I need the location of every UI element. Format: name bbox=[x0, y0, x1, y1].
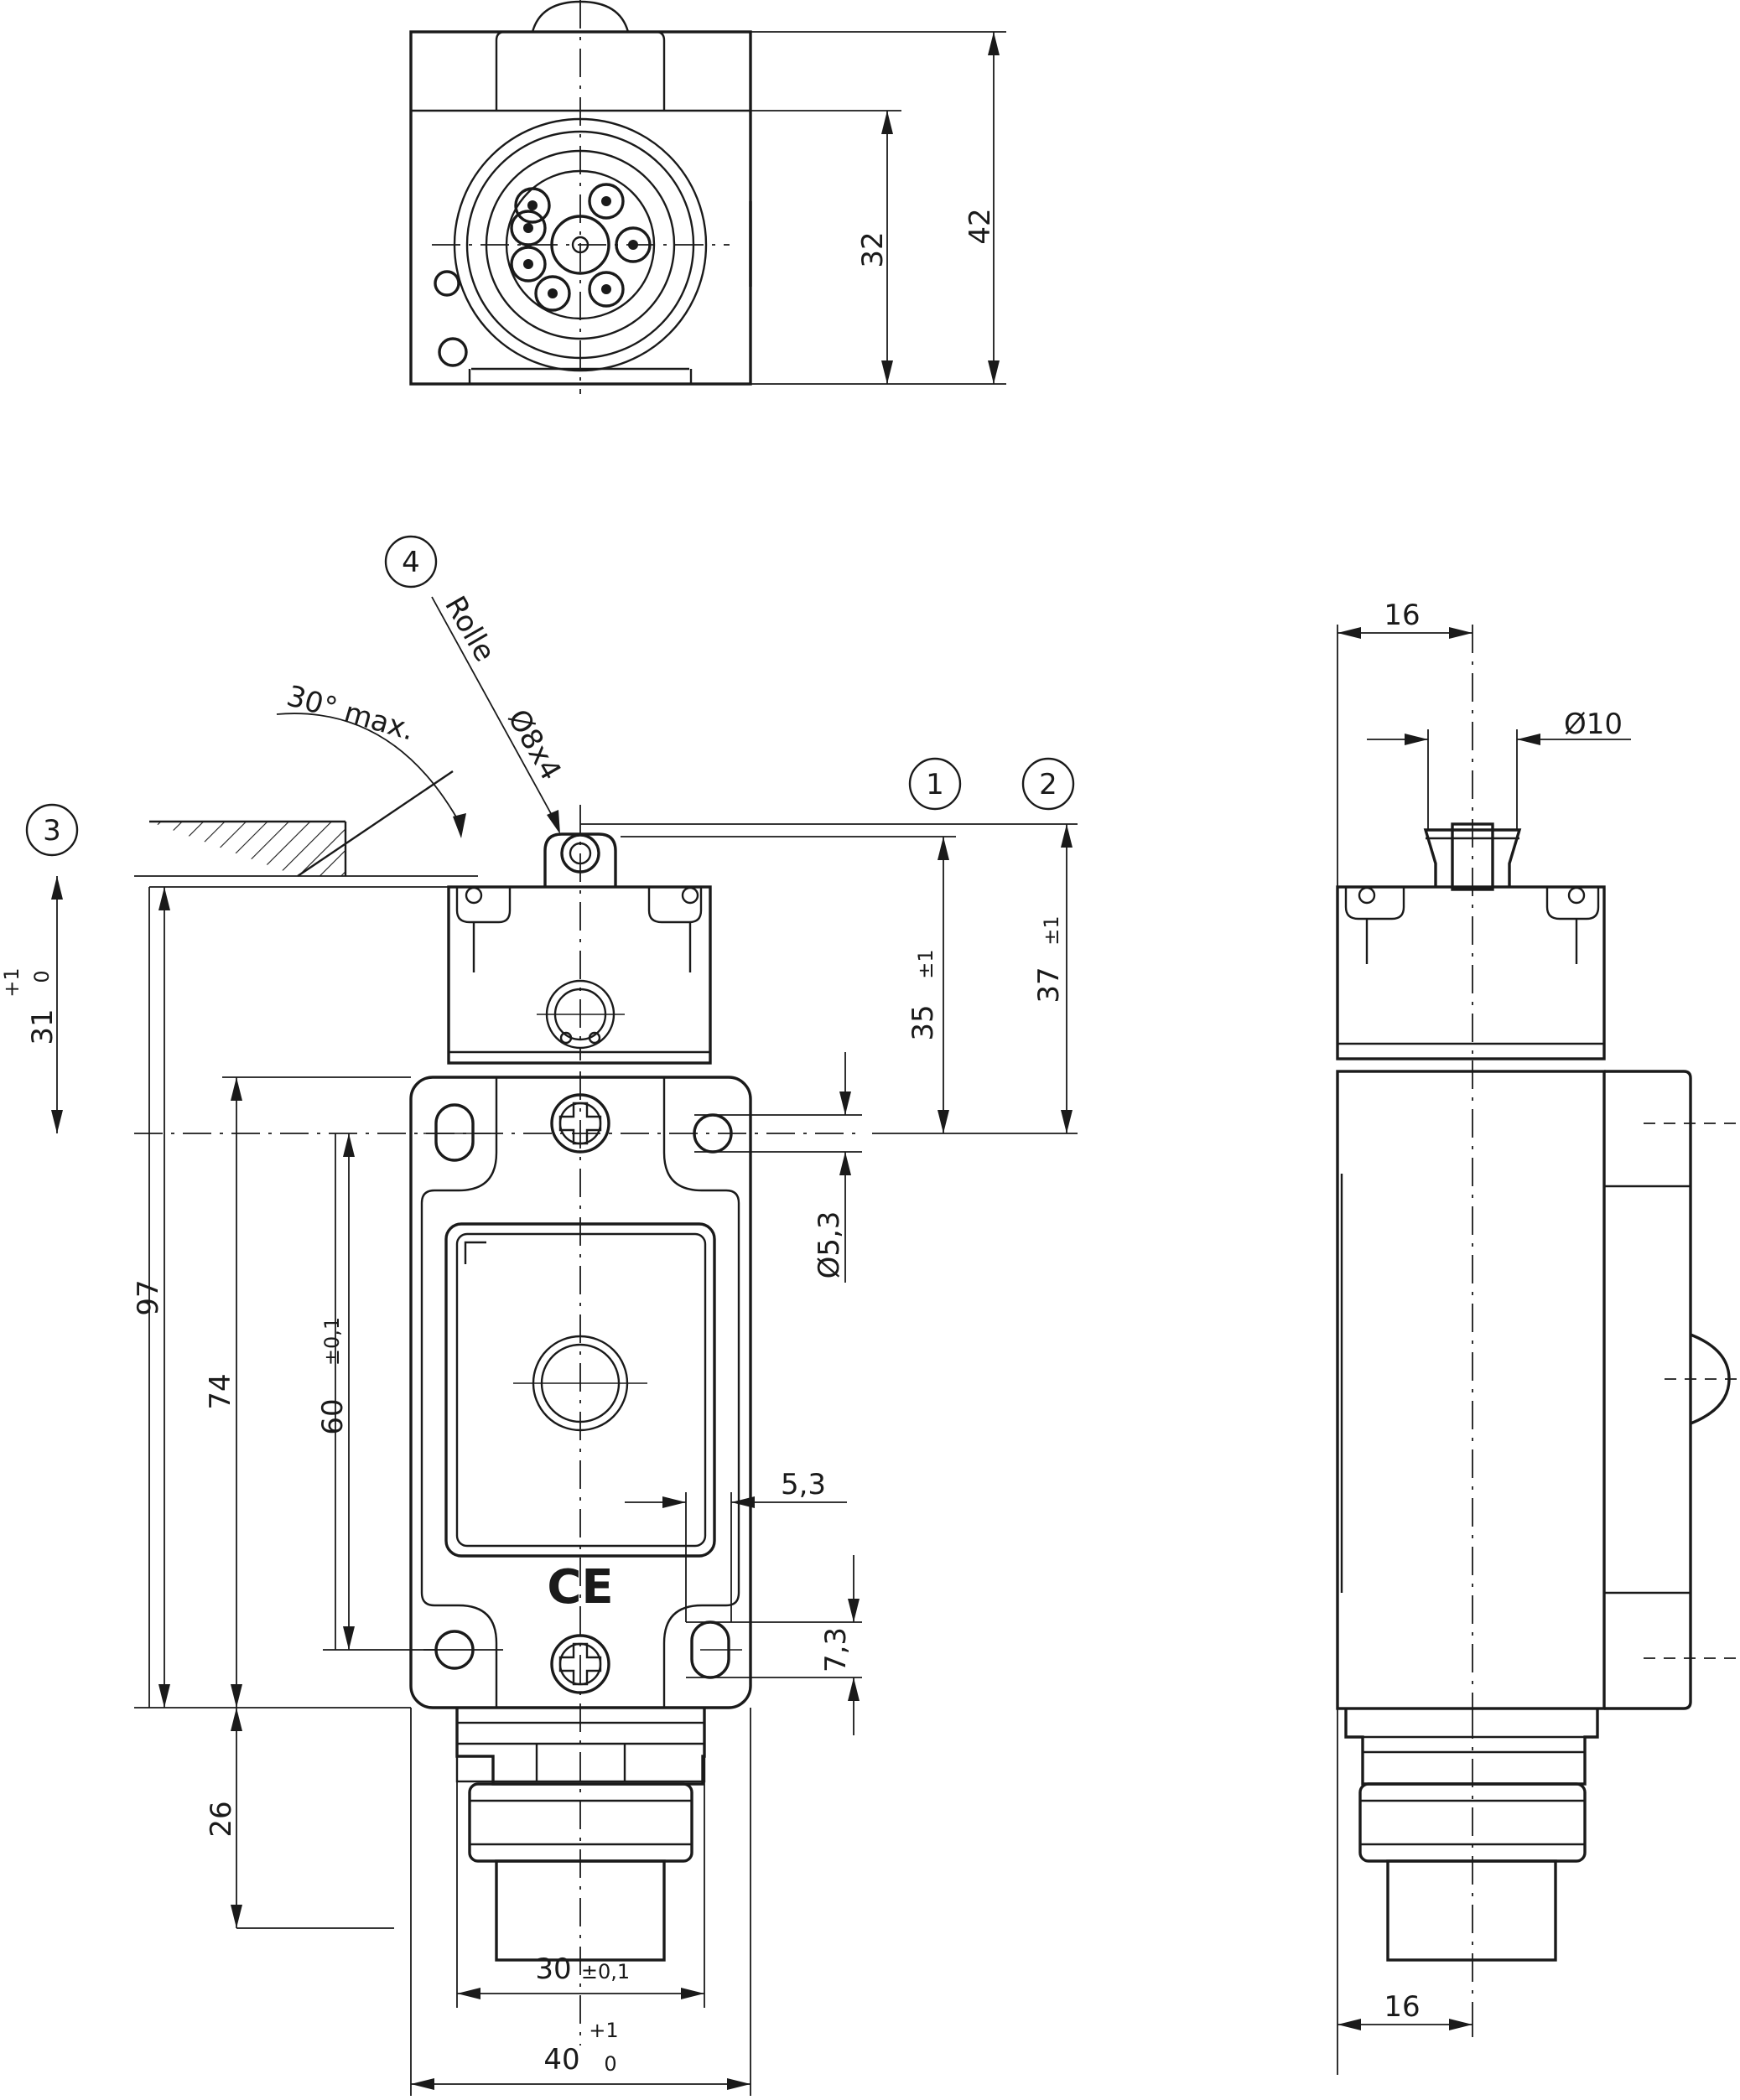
dim-32: 32 bbox=[856, 231, 890, 267]
dim-35: 35 bbox=[906, 1004, 940, 1040]
dim-40: 40 bbox=[543, 2043, 579, 2077]
callout-4: 4 bbox=[384, 535, 438, 589]
angle-label: 30° max. bbox=[283, 679, 418, 747]
front-view: CE 30° max. Rolle Ø8x4 bbox=[0, 535, 1078, 2096]
dim-slot-53: 5,3 bbox=[781, 1468, 826, 1501]
tol-31-upper: +1 bbox=[0, 967, 23, 997]
roller-name: Rolle bbox=[438, 591, 501, 668]
dim-26: 26 bbox=[205, 1801, 238, 1837]
tol-30: ±0,1 bbox=[581, 1960, 630, 1983]
svg-text:3: 3 bbox=[43, 814, 61, 848]
roller-size: Ø8x4 bbox=[501, 704, 568, 786]
dim-37: 37 bbox=[1032, 967, 1066, 1003]
dim-60: 60 bbox=[316, 1398, 350, 1434]
tol-40-upper: +1 bbox=[589, 2019, 618, 2042]
svg-text:2: 2 bbox=[1039, 768, 1057, 801]
connector-pins bbox=[510, 183, 652, 312]
tol-60: ±0,1 bbox=[320, 1317, 344, 1366]
top-view: 32 42 bbox=[409, 0, 1006, 394]
dim-dia-10: Ø10 bbox=[1564, 708, 1623, 741]
dim-16-top: 16 bbox=[1384, 599, 1420, 632]
dim-slot-73: 7,3 bbox=[819, 1627, 853, 1672]
callout-1: 1 bbox=[908, 757, 962, 811]
dim-42: 42 bbox=[963, 208, 997, 244]
dim-97: 97 bbox=[132, 1279, 165, 1315]
tol-31-lower: 0 bbox=[30, 970, 54, 983]
tol-35: ±1 bbox=[914, 949, 938, 978]
callout-2: 2 bbox=[1021, 757, 1075, 811]
svg-text:4: 4 bbox=[402, 546, 420, 579]
dim-16-bottom: 16 bbox=[1384, 1990, 1420, 2024]
tol-40-lower: 0 bbox=[604, 2052, 616, 2076]
svg-text:1: 1 bbox=[926, 768, 944, 801]
dim-74: 74 bbox=[204, 1373, 237, 1409]
callout-3: 3 bbox=[25, 803, 79, 857]
dim-31: 31 bbox=[26, 1009, 60, 1045]
side-view: 16 Ø10 16 bbox=[1336, 599, 1740, 2075]
dim-30: 30 bbox=[535, 1952, 571, 1986]
tol-37: ±1 bbox=[1040, 915, 1063, 945]
dim-hole-dia: Ø5,3 bbox=[813, 1211, 846, 1279]
